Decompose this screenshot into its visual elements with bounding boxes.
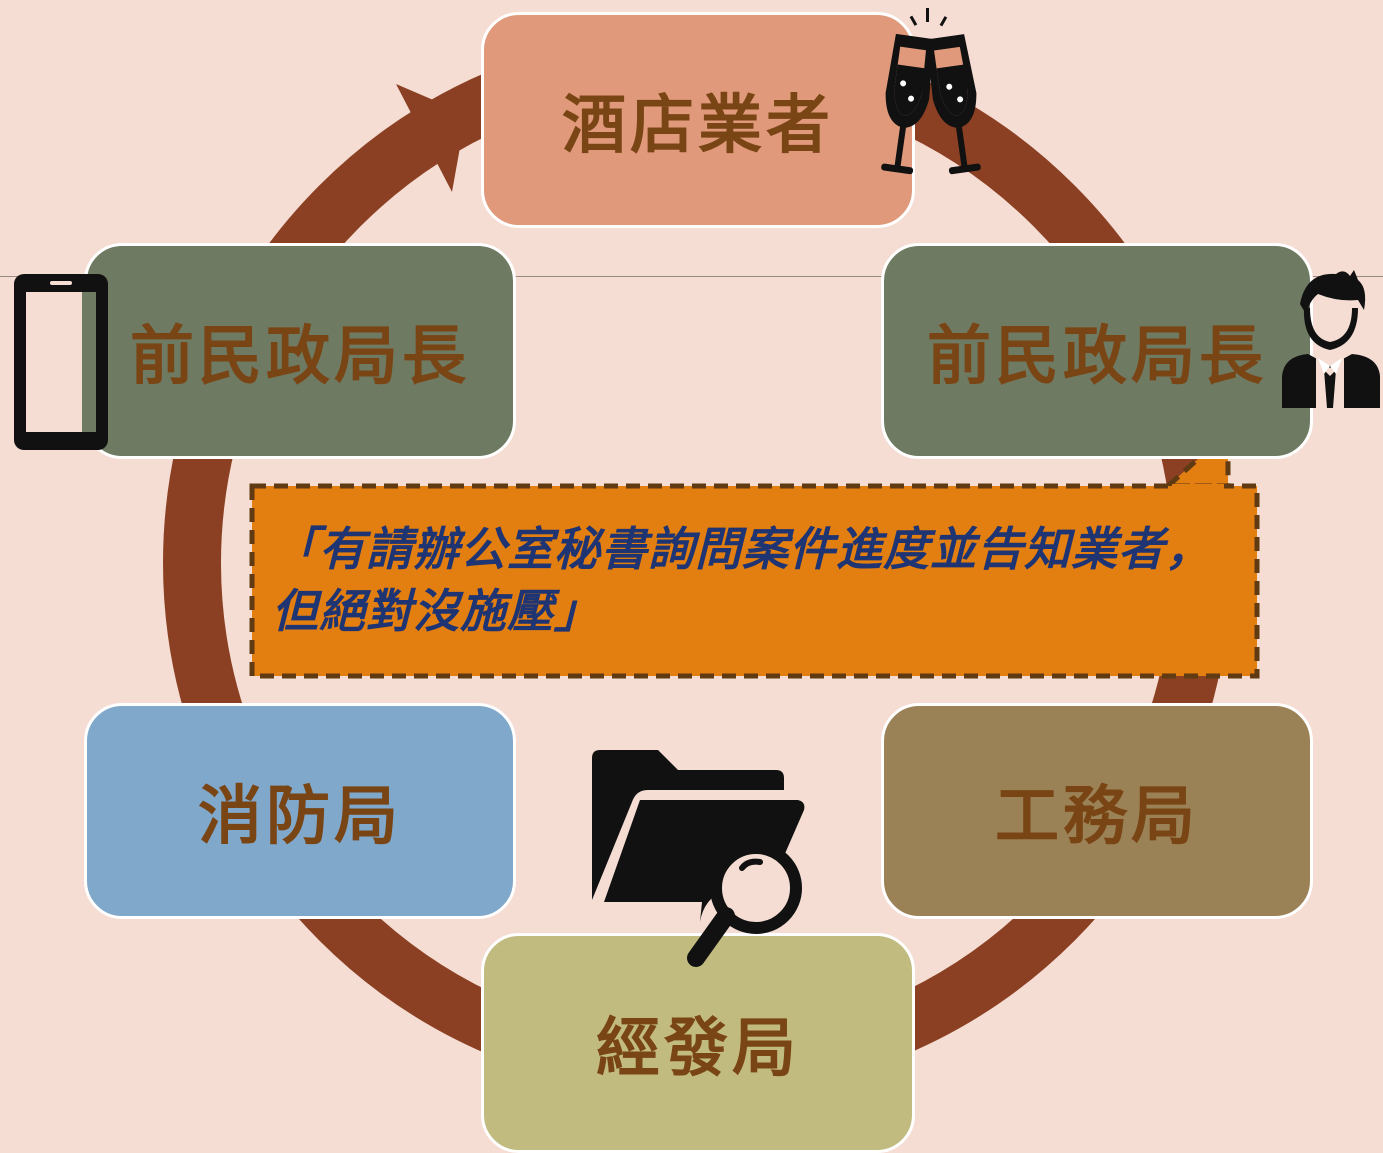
horizontal-divider-line <box>0 276 1383 277</box>
node-public-works: 工務局 <box>881 703 1313 919</box>
node-former-director-right-label: 前民政局長 <box>927 319 1267 394</box>
node-economic-development: 經發局 <box>481 933 915 1153</box>
smartphone-icon <box>14 274 108 450</box>
callout-quote: 「有請辦公室秘書詢問案件進度並告知業者，但絕對沒施壓」 <box>272 522 1212 638</box>
node-former-director-right: 前民政局長 <box>881 243 1313 459</box>
node-former-director-left: 前民政局長 <box>84 243 516 459</box>
folder-search-icon <box>592 750 805 967</box>
cycle-arrowhead <box>396 84 466 192</box>
node-hotel-operator: 酒店業者 <box>481 12 915 228</box>
callout-box <box>249 426 1260 679</box>
node-public-works-label: 工務局 <box>995 779 1199 854</box>
node-hotel-label: 酒店業者 <box>562 88 834 163</box>
node-fire-department-label: 消防局 <box>198 779 402 854</box>
callout-rect <box>249 483 1260 679</box>
node-former-director-left-label: 前民政局長 <box>130 319 470 394</box>
node-fire-department: 消防局 <box>84 703 516 919</box>
node-economic-development-label: 經發局 <box>596 1011 800 1086</box>
businessman-icon <box>1282 270 1380 408</box>
champagne-glasses-icon <box>881 8 981 175</box>
